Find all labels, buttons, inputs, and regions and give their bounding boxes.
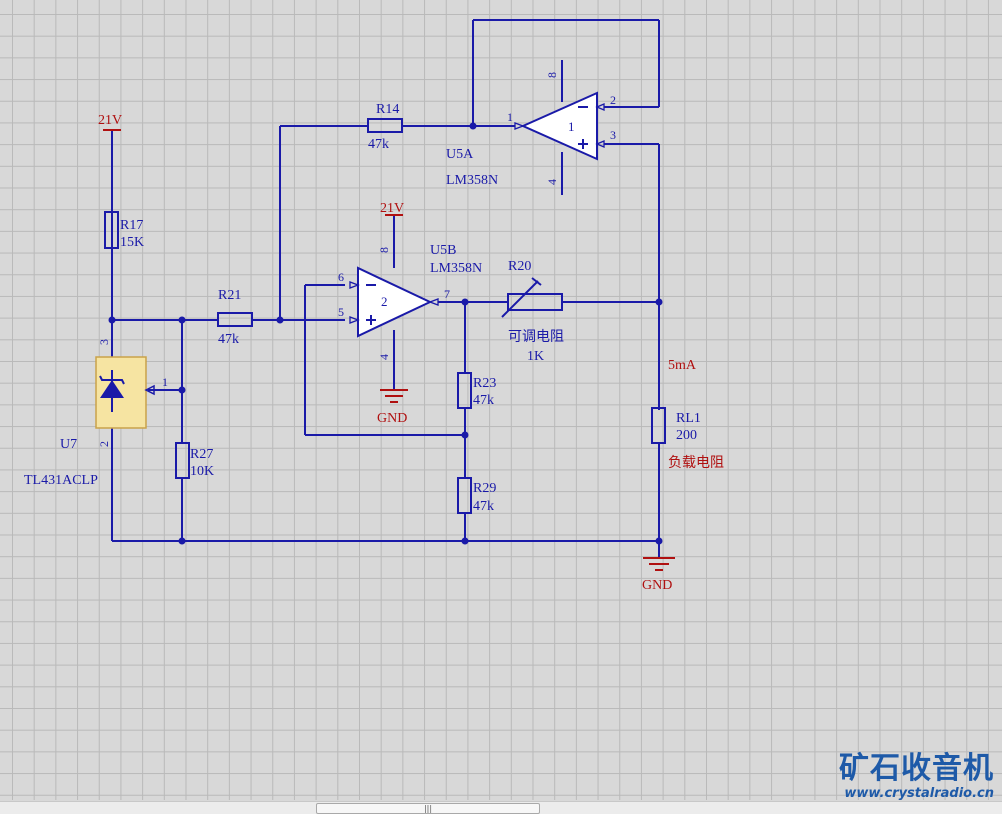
u7-part: TL431ACLP bbox=[24, 473, 98, 488]
r27-body bbox=[175, 442, 190, 479]
gnd-label-mid: GND bbox=[377, 411, 407, 426]
labels: 21V 21V GND GND R17 15K R21 47k R14 47k … bbox=[24, 102, 724, 593]
r27-ref: R27 bbox=[190, 447, 213, 462]
horizontal-scrollbar[interactable]: ||| bbox=[0, 801, 1002, 814]
r20-desc: 可调电阻 bbox=[508, 329, 564, 345]
current-label: 5mA bbox=[668, 358, 697, 373]
r29-value: 47k bbox=[473, 499, 494, 514]
r20-adjust-arrow bbox=[501, 280, 539, 318]
scrollbar-thumb[interactable]: ||| bbox=[316, 803, 540, 814]
r20-body bbox=[507, 293, 563, 311]
u5b-part: LM358N bbox=[430, 261, 482, 276]
r21-ref: R21 bbox=[218, 288, 241, 303]
u5b-pin-gnd: 4 bbox=[377, 354, 391, 360]
u7-pin-cathode: 3 bbox=[97, 339, 111, 345]
junctions bbox=[108, 122, 663, 545]
u5a-ref: U5A bbox=[446, 147, 474, 162]
u5a-pin-inv: 2 bbox=[610, 93, 616, 107]
u5b-pin-out: 7 bbox=[444, 287, 450, 301]
rl1-body bbox=[651, 407, 666, 444]
pin-numbers: 1 2 3 8 4 6 5 7 8 4 3 1 2 bbox=[97, 72, 616, 447]
r17-value: 15K bbox=[120, 235, 144, 250]
u5b-pin-inv: 6 bbox=[338, 270, 344, 284]
u7-pin-anode: 2 bbox=[97, 441, 111, 447]
rl1-ref: RL1 bbox=[676, 411, 701, 426]
r23-body bbox=[457, 372, 472, 409]
resistor-bodies bbox=[104, 118, 666, 514]
gnd-symbol-right bbox=[643, 557, 675, 571]
u5a-part: LM358N bbox=[446, 173, 498, 188]
u5b-ref: U5B bbox=[430, 243, 456, 258]
u5b-pin-vcc: 8 bbox=[377, 247, 391, 253]
watermark-url: www.crystalradio.cn bbox=[844, 786, 994, 801]
watermark-title: 矿石收音机 bbox=[839, 751, 994, 786]
r29-ref: R29 bbox=[473, 481, 496, 496]
r17-body bbox=[104, 211, 119, 249]
rl1-desc: 负载电阻 bbox=[668, 455, 724, 471]
u5a-opamp bbox=[514, 91, 605, 161]
r29-body bbox=[457, 477, 472, 514]
rl1-value: 200 bbox=[676, 428, 697, 443]
gnd-label-right: GND bbox=[642, 578, 672, 593]
r14-body bbox=[367, 118, 403, 133]
r21-value: 47k bbox=[218, 332, 239, 347]
r21-body bbox=[217, 312, 253, 327]
vcc-label-mid: 21V bbox=[380, 201, 404, 216]
u5a-pin-gnd: 4 bbox=[545, 179, 559, 185]
u5b-pin-noninv: 5 bbox=[338, 305, 344, 319]
u5b-unit: 2 bbox=[381, 294, 388, 309]
r27-value: 10K bbox=[190, 464, 214, 479]
watermark: 矿石收音机 www.crystalradio.cn bbox=[839, 752, 994, 802]
r23-ref: R23 bbox=[473, 376, 496, 391]
u5a-unit: 1 bbox=[568, 119, 575, 134]
u5a-pin-out: 1 bbox=[507, 110, 513, 124]
u7-tl431 bbox=[95, 356, 155, 429]
r20-ref: R20 bbox=[508, 259, 531, 274]
u5a-pin-vcc: 8 bbox=[545, 72, 559, 78]
u7-pin-ref: 1 bbox=[162, 375, 168, 389]
r14-value: 47k bbox=[368, 137, 389, 152]
r17-ref: R17 bbox=[120, 218, 143, 233]
u5a-pin-noninv: 3 bbox=[610, 128, 616, 142]
vcc-label-top: 21V bbox=[98, 113, 122, 128]
wires bbox=[111, 19, 660, 558]
power-symbols bbox=[103, 129, 675, 571]
r14-ref: R14 bbox=[376, 102, 399, 117]
u5b-opamp bbox=[349, 266, 439, 338]
u7-ref: U7 bbox=[60, 437, 77, 452]
gnd-symbol-mid bbox=[380, 389, 408, 403]
r20-value: 1K bbox=[527, 349, 544, 364]
r23-value: 47k bbox=[473, 393, 494, 408]
